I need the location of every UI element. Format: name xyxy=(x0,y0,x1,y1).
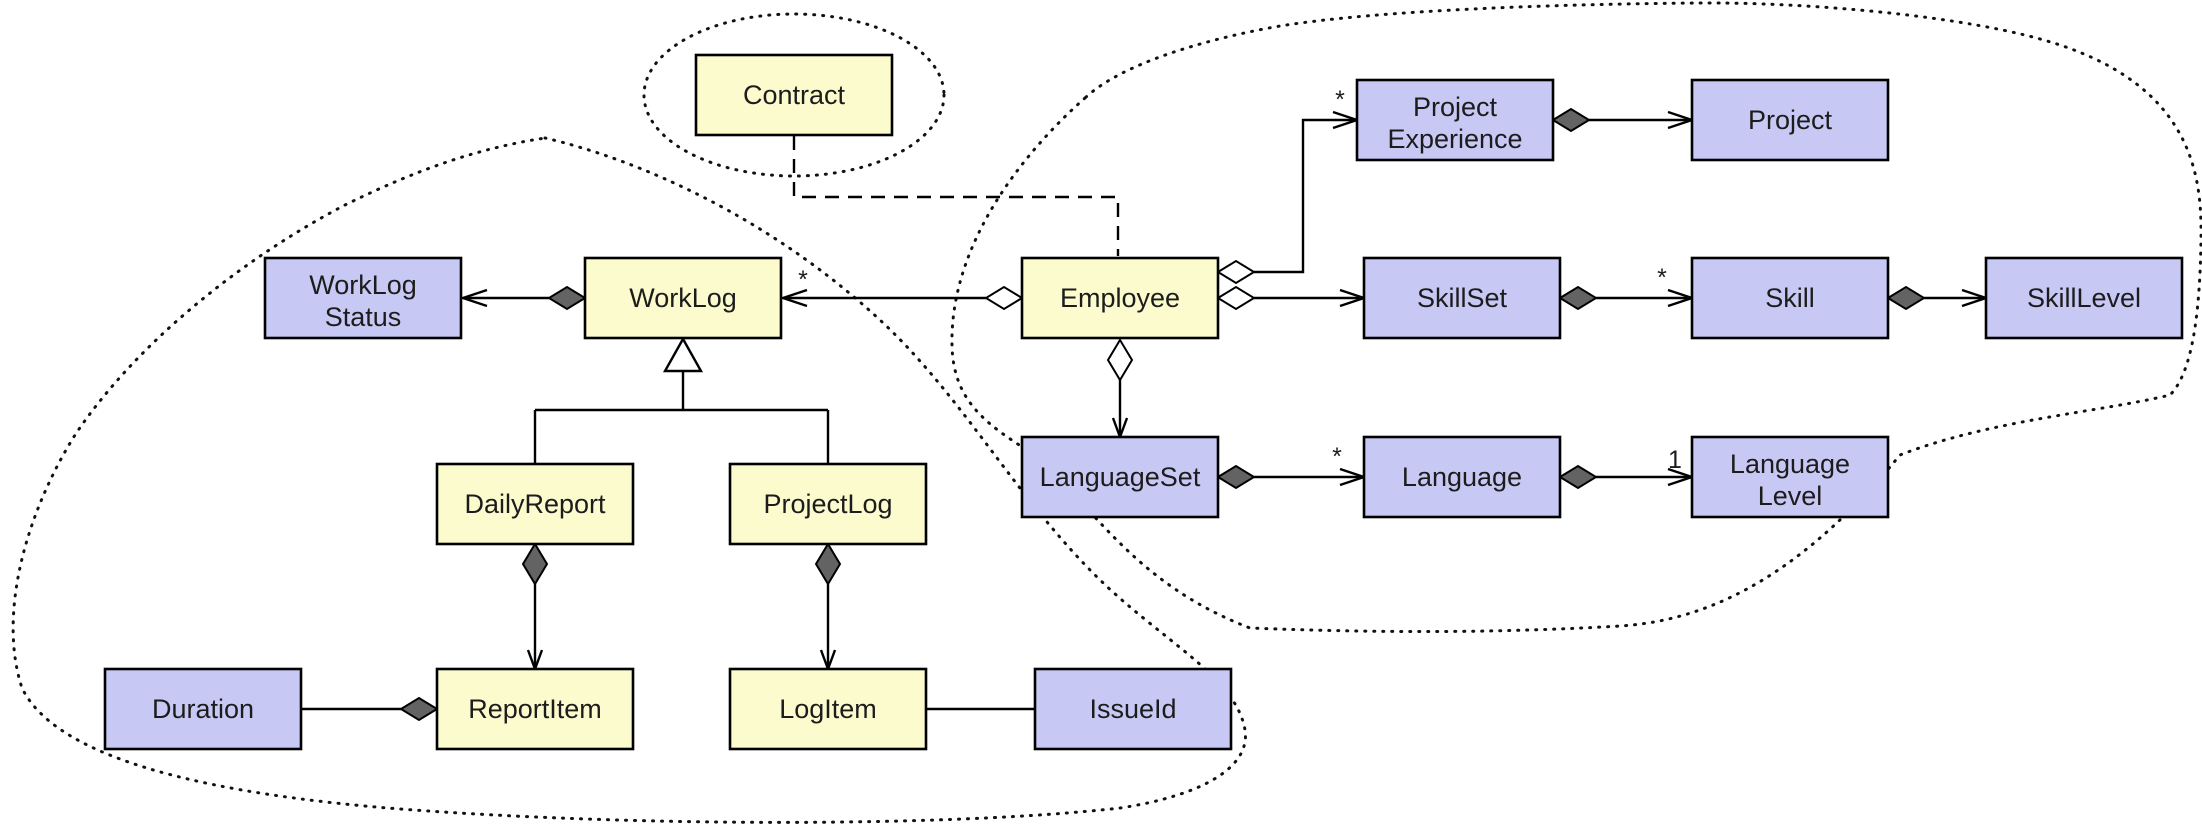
class-label: Skill xyxy=(1765,283,1815,313)
class-label: WorkLog xyxy=(309,270,417,300)
class-label: ReportItem xyxy=(468,694,602,724)
composition-diamond-icon xyxy=(1216,464,1256,490)
class-box-skillset[interactable]: SkillSet xyxy=(1362,256,1562,340)
worklog-domain-boundary xyxy=(11,136,1247,824)
generalization-connector xyxy=(533,371,830,463)
composition-diamond-icon xyxy=(1558,464,1598,490)
class-box-issueid[interactable]: IssueId xyxy=(1033,667,1233,751)
class-box-language[interactable]: Language xyxy=(1362,435,1562,519)
class-label: SkillLevel xyxy=(2027,283,2141,313)
class-box-logitem[interactable]: LogItem xyxy=(728,667,928,751)
class-label: ProjectLog xyxy=(763,489,892,519)
class-box-worklog[interactable]: WorkLog xyxy=(583,256,783,340)
arrowhead-icon xyxy=(459,288,488,308)
class-box-reportitem[interactable]: ReportItem xyxy=(435,667,635,751)
aggregation-diamond-icon xyxy=(984,285,1024,311)
class-box-duration[interactable]: Duration xyxy=(103,667,303,751)
multiplicity-label: * xyxy=(1332,443,1342,471)
composition-diamond-icon xyxy=(399,696,439,722)
class-box-language-level[interactable]: Language Level xyxy=(1690,435,1890,519)
class-box-languageset[interactable]: LanguageSet xyxy=(1020,435,1220,519)
multiplicity-label: * xyxy=(1335,86,1345,114)
class-label: Language xyxy=(1402,462,1522,492)
composition-diamond-icon xyxy=(1558,285,1598,311)
class-label-line2: Status xyxy=(325,302,402,332)
generalization-triangle-icon xyxy=(662,336,704,373)
class-box-projectlog[interactable]: ProjectLog xyxy=(728,462,928,546)
class-label: WorkLog xyxy=(629,283,737,313)
class-label: Language xyxy=(1730,449,1850,479)
class-label: Duration xyxy=(152,694,254,724)
class-box-employee[interactable]: Employee xyxy=(1020,256,1220,340)
class-box-worklog-status[interactable]: WorkLog Status xyxy=(263,256,463,340)
arrowhead-icon xyxy=(779,288,808,308)
composition-diamond-icon xyxy=(1886,285,1926,311)
class-label: LogItem xyxy=(779,694,877,724)
class-box-contract[interactable]: Contract xyxy=(694,53,894,137)
class-label: SkillSet xyxy=(1417,283,1508,313)
class-label: IssueId xyxy=(1089,694,1176,724)
multiplicity-label: * xyxy=(1657,264,1667,292)
class-box-project[interactable]: Project xyxy=(1690,78,1890,162)
multiplicity-label: * xyxy=(798,266,808,294)
edge-employee-projectexperience xyxy=(1254,118,1357,274)
class-box-dailyreport[interactable]: DailyReport xyxy=(435,462,635,546)
contract-boundary-ellipse xyxy=(642,12,946,178)
class-label: Project xyxy=(1748,105,1833,135)
multiplicity-label: 1 xyxy=(1668,446,1682,474)
aggregation-diamond-icon xyxy=(1216,259,1256,285)
class-label: Contract xyxy=(743,80,846,110)
class-label-line2: Level xyxy=(1758,481,1823,511)
class-box-skilllevel[interactable]: SkillLevel xyxy=(1984,256,2184,340)
composition-diamond-icon xyxy=(521,542,549,586)
class-label-line2: Experience xyxy=(1387,124,1522,154)
aggregation-diamond-icon xyxy=(1216,285,1256,311)
composition-diamond-icon xyxy=(1551,107,1591,133)
class-label: Employee xyxy=(1060,283,1180,313)
composition-diamond-icon xyxy=(814,542,842,586)
class-label: DailyReport xyxy=(464,489,606,519)
class-box-project-experience[interactable]: Project Experience xyxy=(1355,78,1555,162)
composition-diamond-icon xyxy=(547,285,587,311)
class-box-skill[interactable]: Skill xyxy=(1690,256,1890,340)
dependency-contract-employee xyxy=(792,136,1120,256)
class-label: Project xyxy=(1413,92,1498,122)
class-label: LanguageSet xyxy=(1040,462,1201,492)
aggregation-diamond-icon xyxy=(1106,338,1134,382)
